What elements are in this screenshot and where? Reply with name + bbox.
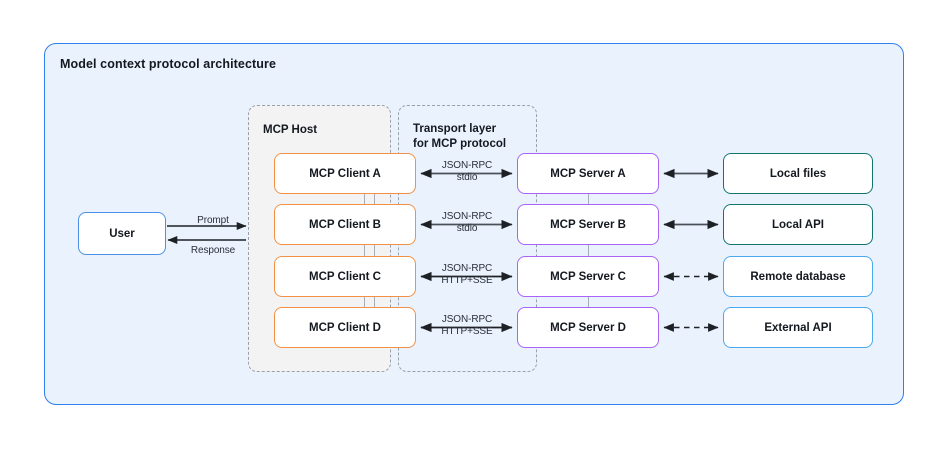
- node-external-api[interactable]: External API: [723, 307, 873, 348]
- edge-label-transport-c: JSON-RPC HTTP+SSE: [441, 263, 493, 286]
- page-title: Model context protocol architecture: [60, 57, 277, 71]
- edge-label-prompt: Prompt: [197, 215, 229, 226]
- stub-client-c-d: [364, 297, 366, 307]
- stub-client-b-c: [364, 245, 366, 256]
- group-transport-layer-label: Transport layer for MCP protocol: [413, 123, 507, 150]
- node-local-files[interactable]: Local files: [723, 153, 873, 194]
- node-mcp-client-c[interactable]: MCP Client C: [274, 256, 416, 297]
- node-local-api[interactable]: Local API: [723, 204, 873, 245]
- node-user[interactable]: User: [78, 212, 166, 255]
- stub-client-b-c-2: [374, 245, 376, 256]
- node-mcp-client-b[interactable]: MCP Client B: [274, 204, 416, 245]
- node-mcp-server-c[interactable]: MCP Server C: [517, 256, 659, 297]
- stub-server-a-b: [588, 194, 590, 204]
- edge-label-transport-a: JSON-RPC stdio: [441, 160, 493, 183]
- stub-server-c-d: [588, 297, 590, 307]
- group-mcp-host-label: MCP Host: [263, 124, 318, 136]
- edge-label-transport-b: JSON-RPC stdio: [441, 211, 493, 234]
- stub-client-a-b-2: [374, 194, 376, 204]
- edge-label-transport-d: JSON-RPC HTTP+SSE: [441, 314, 493, 337]
- node-mcp-server-a[interactable]: MCP Server A: [517, 153, 659, 194]
- node-remote-database[interactable]: Remote database: [723, 256, 873, 297]
- edge-label-response: Response: [190, 245, 236, 256]
- node-mcp-client-d[interactable]: MCP Client D: [274, 307, 416, 348]
- node-mcp-server-d[interactable]: MCP Server D: [517, 307, 659, 348]
- stub-client-a-b: [364, 194, 366, 204]
- stub-client-c-d-2: [374, 297, 376, 307]
- node-mcp-client-a[interactable]: MCP Client A: [274, 153, 416, 194]
- node-mcp-server-b[interactable]: MCP Server B: [517, 204, 659, 245]
- stub-server-b-c: [588, 245, 590, 256]
